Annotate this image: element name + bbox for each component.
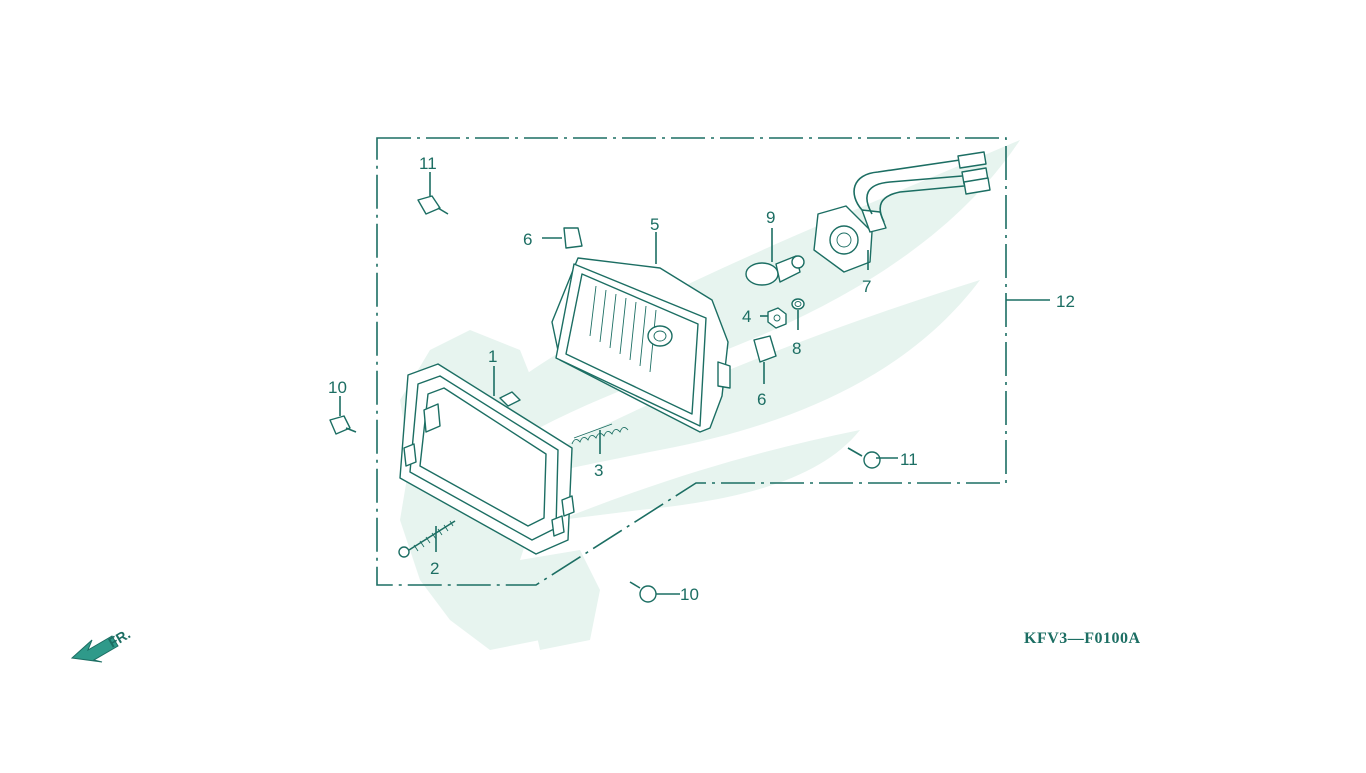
screw-10-bottom[interactable] [629,581,657,603]
callout-11-top: 11 [419,154,437,173]
callout-4: 4 [742,307,751,326]
callout-8: 8 [792,339,801,358]
callout-1: 1 [488,347,497,366]
cap-lower[interactable] [753,335,777,363]
screw-11-top[interactable] [417,195,449,215]
bushing[interactable] [791,298,805,310]
leader-lines [339,172,898,595]
callout-11-right: 11 [900,450,918,469]
cap-upper[interactable] [563,227,583,249]
screw-10-left[interactable] [329,415,357,435]
callout-2: 2 [430,559,439,578]
callout-10-bottom: 10 [680,585,699,604]
callout-labels: 11 6 5 9 7 4 8 6 1 3 2 10 11 10 12 [328,154,1075,604]
callout-6-lower: 6 [757,390,766,409]
socket-harness[interactable] [813,151,991,273]
front-direction-indicator: FR. [70,625,133,663]
bulb[interactable] [745,255,805,286]
callout-10-left: 10 [328,378,347,397]
nut[interactable] [767,307,787,329]
headlight-rim[interactable] [399,363,575,555]
screw-11-right[interactable] [847,447,881,469]
arrow-left-down-icon [70,635,119,663]
headlight-unit[interactable] [551,257,731,433]
assembly-frame [376,137,1050,586]
callout-9: 9 [766,208,775,227]
adjusting-screw[interactable] [398,520,456,558]
callout-7: 7 [862,277,871,296]
callout-6-upper: 6 [523,230,532,249]
diagram-code: KFV3—F0100A [1024,630,1141,647]
callout-3: 3 [594,461,603,480]
callout-5: 5 [650,215,659,234]
callout-12: 12 [1056,292,1075,311]
